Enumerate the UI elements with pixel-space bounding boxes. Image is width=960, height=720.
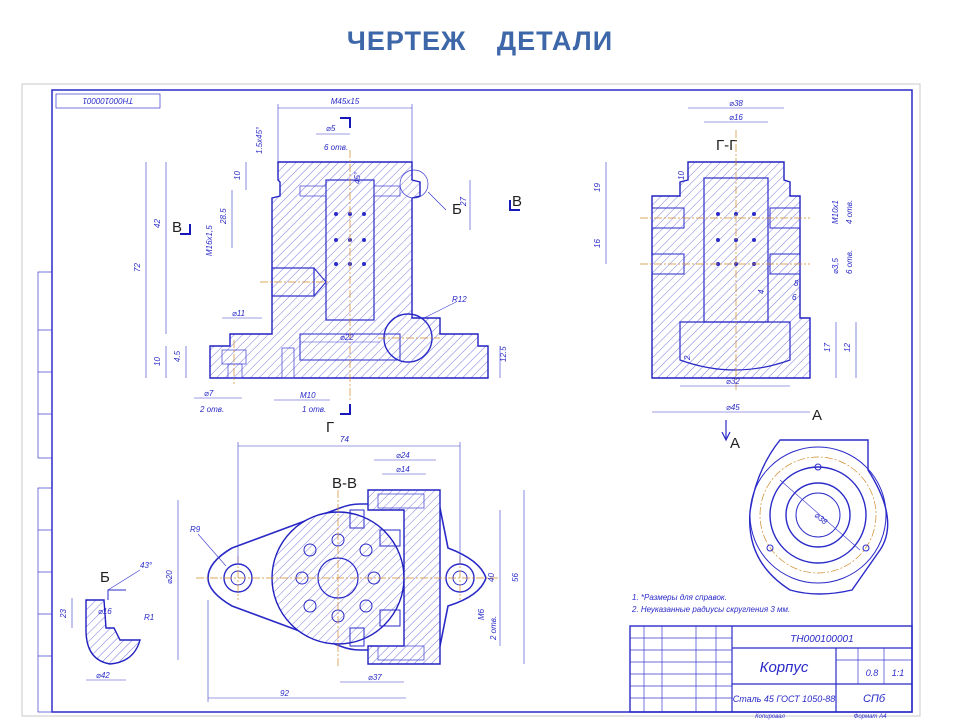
stamp-scale: 1:1 bbox=[892, 668, 905, 678]
cut-g-bottom: Г bbox=[326, 419, 334, 436]
svg-text:43°: 43° bbox=[140, 561, 153, 570]
svg-text:10: 10 bbox=[677, 171, 686, 180]
stamp-code: ТН000100001 bbox=[790, 634, 853, 645]
svg-text:10: 10 bbox=[153, 357, 162, 366]
svg-text:4 отв.: 4 отв. bbox=[845, 200, 854, 224]
technical-notes: 1. *Размеры для справок. 2. Неуказанные … bbox=[631, 593, 790, 614]
svg-text:27: 27 bbox=[459, 197, 468, 207]
svg-text:⌀11: ⌀11 bbox=[232, 309, 245, 318]
svg-text:40: 40 bbox=[487, 573, 496, 582]
svg-text:⌀45: ⌀45 bbox=[726, 403, 740, 412]
svg-text:1. *Размеры для справок.: 1. *Размеры для справок. bbox=[632, 593, 727, 602]
stamp-material: Сталь 45 ГОСТ 1050-88 bbox=[733, 694, 835, 704]
svg-text:R1: R1 bbox=[144, 613, 154, 622]
stamp-org: СПб bbox=[863, 693, 886, 705]
svg-text:1.5х45°: 1.5х45° bbox=[255, 126, 264, 154]
svg-text:10: 10 bbox=[233, 171, 242, 180]
svg-text:2 отв.: 2 отв. bbox=[199, 405, 224, 414]
svg-text:74: 74 bbox=[340, 435, 349, 444]
svg-text:М16х1,5: М16х1,5 bbox=[205, 225, 214, 256]
svg-text:⌀3,5: ⌀3,5 bbox=[831, 258, 840, 274]
sheet-outer-frame bbox=[21, 83, 921, 717]
svg-text:R12: R12 bbox=[452, 295, 467, 304]
section-gg-view: Г-Г ⌀38 ⌀16 ⌀32 ⌀45 19 16 10 М10х1 4 отв… bbox=[593, 99, 857, 452]
arrow-a-label: А bbox=[730, 435, 740, 452]
svg-text:23: 23 bbox=[59, 609, 68, 619]
svg-text:2 отв.: 2 отв. bbox=[489, 616, 498, 641]
svg-text:1 отв.: 1 отв. bbox=[302, 405, 326, 414]
svg-text:⌀24: ⌀24 bbox=[396, 451, 410, 460]
left-margin-strip bbox=[37, 271, 53, 713]
svg-text:72: 72 bbox=[133, 263, 142, 272]
svg-text:2: 2 bbox=[683, 355, 692, 361]
svg-text:6: 6 bbox=[792, 293, 797, 302]
section-gg-label: Г-Г bbox=[716, 137, 737, 154]
title-block: ТН000100001 Корпус Сталь 45 ГОСТ 1050-88… bbox=[629, 625, 913, 720]
svg-text:⌀32: ⌀32 bbox=[726, 377, 740, 386]
svg-text:6 отв.: 6 отв. bbox=[324, 143, 348, 152]
stamp-mass: 0.8 bbox=[866, 668, 879, 678]
svg-text:⌀16: ⌀16 bbox=[729, 113, 743, 122]
stamp-format: Формат А4 bbox=[854, 714, 887, 720]
svg-text:⌀5: ⌀5 bbox=[326, 124, 336, 133]
svg-text:4: 4 bbox=[757, 289, 766, 294]
svg-text:6 отв.: 6 отв. bbox=[845, 250, 854, 274]
svg-text:⌀22: ⌀22 bbox=[340, 333, 354, 342]
detail-b-view: Б 43° 23 R1 ⌀16 ⌀42 bbox=[59, 561, 154, 681]
svg-text:⌀37: ⌀37 bbox=[368, 673, 382, 682]
svg-text:R9: R9 bbox=[190, 525, 201, 534]
svg-text:⌀20: ⌀20 bbox=[165, 570, 174, 584]
stamp-name: Корпус bbox=[760, 659, 809, 676]
cut-v-left: В bbox=[172, 219, 182, 236]
svg-text:⌀16: ⌀16 bbox=[98, 607, 112, 616]
view-a: А ⌀38 bbox=[748, 407, 889, 595]
callout-b: Б bbox=[452, 201, 462, 218]
section-vv-view: В-В bbox=[165, 435, 525, 702]
svg-text:⌀38: ⌀38 bbox=[729, 99, 743, 108]
svg-text:42: 42 bbox=[153, 219, 162, 228]
svg-text:M6: M6 bbox=[477, 608, 486, 620]
cut-v-right: В bbox=[512, 193, 522, 210]
svg-text:М45х15: М45х15 bbox=[331, 97, 360, 106]
designation-box: ТН000100001 bbox=[55, 93, 161, 109]
svg-text:ТН000100001: ТН000100001 bbox=[83, 96, 134, 105]
svg-text:17: 17 bbox=[823, 343, 832, 352]
slide-title: ЧЕРТЕЖ ДЕТАЛИ bbox=[346, 26, 614, 56]
svg-text:4.5: 4.5 bbox=[173, 350, 182, 362]
svg-text:19: 19 bbox=[593, 183, 602, 192]
svg-text:⌀38: ⌀38 bbox=[813, 511, 830, 527]
svg-text:12.5: 12.5 bbox=[499, 346, 508, 362]
svg-text:⌀14: ⌀14 bbox=[396, 465, 410, 474]
stamp-copied: Копировал bbox=[755, 714, 785, 720]
detail-b-label: Б bbox=[100, 569, 110, 586]
view-a-label: А bbox=[812, 407, 822, 424]
svg-text:56: 56 bbox=[511, 573, 520, 582]
svg-text:12: 12 bbox=[843, 343, 852, 352]
svg-text:М10: М10 bbox=[300, 391, 316, 400]
svg-text:8: 8 bbox=[794, 279, 799, 288]
svg-text:⌀42: ⌀42 bbox=[96, 671, 110, 680]
section-vv-label: В-В bbox=[332, 475, 357, 492]
svg-text:2. Неуказанные радиусы скругле: 2. Неуказанные радиусы скругления 3 мм. bbox=[631, 605, 790, 614]
front-view: Б В В Г М45х15 ⌀5 6 отв. 1.5х45° 45° 72 … bbox=[133, 97, 522, 436]
svg-text:16: 16 bbox=[593, 239, 602, 248]
svg-text:28.5: 28.5 bbox=[219, 208, 228, 225]
svg-text:45°: 45° bbox=[353, 171, 362, 184]
svg-text:⌀7: ⌀7 bbox=[204, 389, 214, 398]
svg-text:М10х1: М10х1 bbox=[831, 200, 840, 224]
svg-text:92: 92 bbox=[280, 689, 289, 698]
